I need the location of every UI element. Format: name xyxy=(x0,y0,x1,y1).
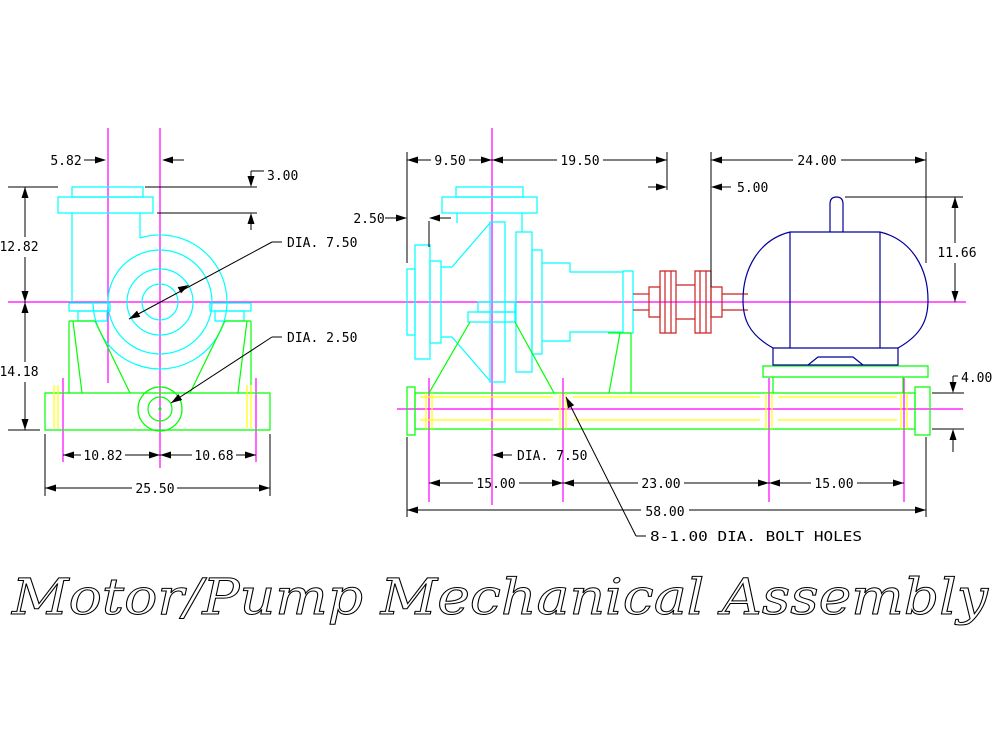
dim-bolt-span-right: 15.00 xyxy=(814,477,853,492)
motor-lifting-lug xyxy=(830,197,843,232)
base-slots-front xyxy=(54,385,251,428)
dim-stub-length: 2.50 xyxy=(353,212,384,227)
label-bolt-holes-note: 8-1.00 DIA. BOLT HOLES xyxy=(650,530,862,545)
base-slots-side xyxy=(420,393,907,429)
dim-suction-length: 9.50 xyxy=(434,154,465,169)
dim-bolt-span-mid: 23.00 xyxy=(641,477,680,492)
label-discharge-dia: DIA. 7.50 xyxy=(517,449,587,464)
dimensions-front-view: 5.82 3.00 12.82 14.18 10.82 10.68 25.50 … xyxy=(0,154,357,497)
pump-support-front xyxy=(45,321,270,431)
shaft-coupling xyxy=(633,271,748,333)
dim-motor-length: 24.00 xyxy=(797,154,836,169)
dim-flange-offset: 5.82 xyxy=(50,154,81,169)
dimensions-side-view: 9.50 19.50 5.00 24.00 11.66 2.50 4.00 DI… xyxy=(353,152,992,545)
dim-motor-height: 11.66 xyxy=(937,246,976,261)
dim-arrows-side xyxy=(396,156,959,514)
dim-arrows-front xyxy=(21,156,270,492)
dim-bolt-right: 10.68 xyxy=(194,449,233,464)
dim-lines-front xyxy=(8,160,282,496)
motor-body xyxy=(743,197,928,365)
pump-front-view xyxy=(58,187,251,369)
dim-bolt-left: 10.82 xyxy=(83,449,122,464)
drawing-title: Motor/Pump Mechanical Assembly xyxy=(11,568,989,626)
dim-base-width: 25.50 xyxy=(135,482,174,497)
dim-center-height: 12.82 xyxy=(0,240,39,255)
pump-support-side xyxy=(407,322,930,435)
dim-base-height: 14.18 xyxy=(0,365,39,380)
dim-coupling-gap: 5.00 xyxy=(737,181,768,196)
centerlines xyxy=(8,128,966,505)
label-impeller-dia: DIA. 7.50 xyxy=(287,236,357,251)
dim-rail-height: 4.00 xyxy=(961,371,992,386)
pump-side-view xyxy=(407,187,633,382)
label-hole-dia: DIA. 2.50 xyxy=(287,331,357,346)
dim-bolt-span-left: 15.00 xyxy=(476,477,515,492)
dim-pump-length: 19.50 xyxy=(560,154,599,169)
dim-flange-height: 3.00 xyxy=(267,169,298,184)
dim-base-length: 58.00 xyxy=(645,505,684,520)
